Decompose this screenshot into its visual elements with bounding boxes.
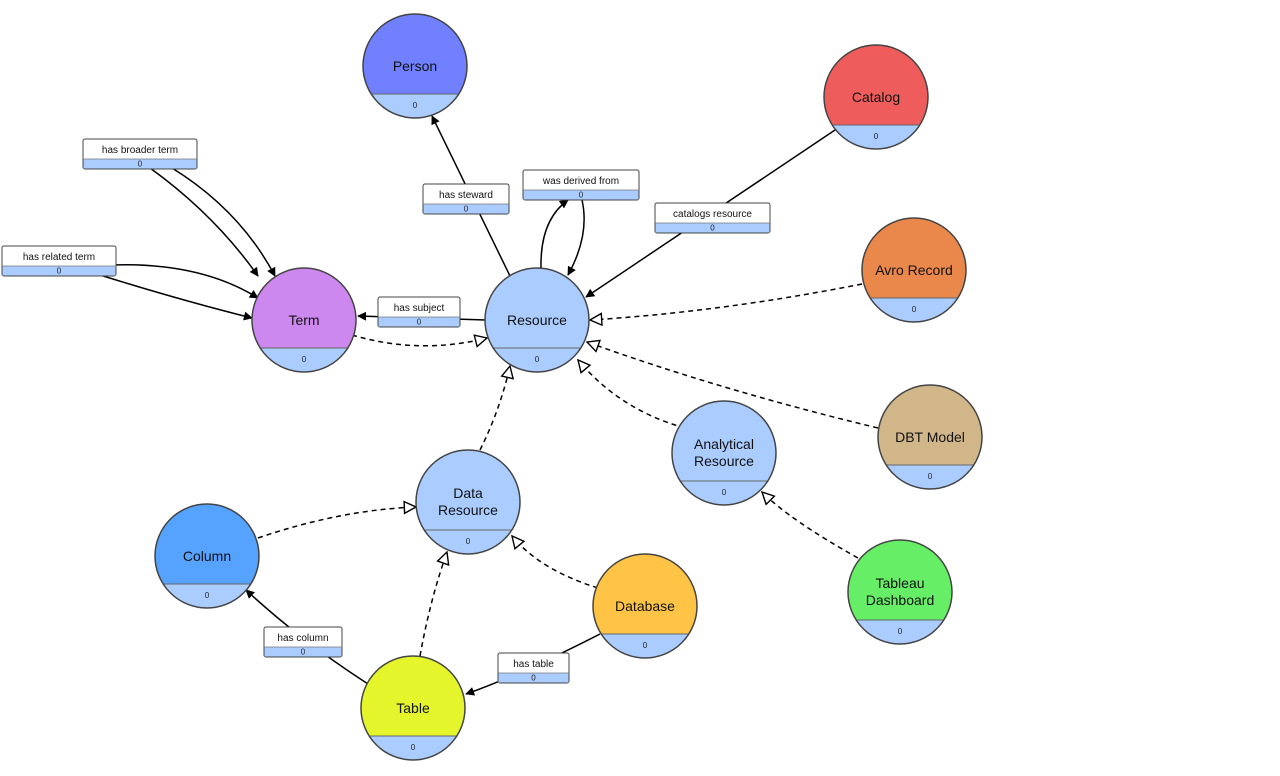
- edge-label-text: has related term: [23, 252, 95, 263]
- node-count: 0: [466, 537, 471, 546]
- node-label: Person: [393, 58, 437, 74]
- node-label: Dashboard: [866, 592, 935, 608]
- node-label: Database: [615, 598, 675, 614]
- edge-label-has-table[interactable]: has table 0: [497, 652, 570, 684]
- node-count: 0: [411, 743, 416, 752]
- edge-avro-resource: [590, 283, 863, 320]
- edge-count: 0: [138, 160, 143, 169]
- node-count: 0: [898, 627, 903, 636]
- edge-label-text: has steward: [439, 190, 493, 201]
- edge-count: 0: [579, 191, 584, 200]
- node-label: Avro Record: [875, 262, 953, 278]
- edge-count: 0: [417, 318, 422, 327]
- edge-count: 0: [531, 674, 536, 683]
- node-label: Catalog: [852, 89, 900, 105]
- node-label: Column: [183, 548, 231, 564]
- node-count: 0: [535, 355, 540, 364]
- edge-derived-2: [567, 199, 585, 276]
- node-label: DBT Model: [895, 429, 965, 445]
- edge-derived-1: [540, 199, 569, 269]
- node-count: 0: [928, 472, 933, 481]
- edge-table-data-resource: [419, 552, 447, 657]
- node-table[interactable]: Table 0: [360, 655, 466, 776]
- edge-label-has-broader-term[interactable]: has broader term 0: [82, 138, 198, 170]
- edge-analytical-resource: [578, 360, 686, 429]
- edge-label-text: was derived from: [542, 176, 619, 187]
- node-label: Resource: [507, 312, 567, 328]
- node-person[interactable]: Person 0: [362, 13, 468, 146]
- edge-column-data-resource: [257, 507, 416, 539]
- edge-label-was-derived-from[interactable]: was derived from 0: [522, 169, 640, 201]
- node-count: 0: [413, 101, 418, 110]
- node-count: 0: [874, 132, 879, 141]
- edge-broader-term-2: [171, 167, 276, 277]
- edge-label-text: has table: [513, 659, 554, 670]
- node-count: 0: [302, 355, 307, 364]
- edge-label-has-subject[interactable]: has subject 0: [377, 296, 461, 328]
- edge-label-catalogs-resource[interactable]: catalogs resource 0: [654, 202, 771, 234]
- edge-count: 0: [301, 648, 306, 657]
- node-label: Tableau: [875, 575, 924, 591]
- edge-label-text: catalogs resource: [673, 209, 752, 220]
- node-count: 0: [722, 488, 727, 497]
- edge-term-resource: [351, 334, 487, 346]
- node-column[interactable]: Column 0: [154, 503, 260, 636]
- node-label: Data: [453, 485, 483, 501]
- edge-label-has-related-term[interactable]: has related term 0: [1, 245, 117, 277]
- edge-label-has-steward[interactable]: has steward 0: [422, 183, 510, 215]
- edge-label-text: has broader term: [102, 145, 178, 156]
- node-resource[interactable]: Resource 0: [484, 267, 590, 400]
- edge-count: 0: [464, 205, 469, 214]
- node-catalog[interactable]: Catalog 0: [823, 44, 929, 177]
- node-label: Analytical: [694, 436, 754, 452]
- edge-related-term-1: [99, 274, 253, 321]
- edge-label-text: has column: [277, 633, 328, 644]
- node-avro[interactable]: Avro Record 0: [861, 217, 967, 350]
- node-label: Table: [396, 700, 430, 716]
- edge-count: 0: [57, 267, 62, 276]
- edge-related-term-2: [111, 264, 259, 299]
- edge-tableau-analytical: [762, 492, 859, 559]
- node-count: 0: [912, 305, 917, 314]
- edge-label-text: has subject: [394, 303, 445, 314]
- edge-database-data-resource: [512, 536, 599, 589]
- edge-broader-term-1: [149, 167, 259, 277]
- edge-dbt-resource: [587, 342, 879, 429]
- node-count: 0: [643, 641, 648, 650]
- node-dbt[interactable]: DBT Model 0: [877, 384, 983, 517]
- node-label: Resource: [438, 502, 498, 518]
- edge-data-resource: [479, 366, 510, 451]
- node-label: Term: [288, 312, 319, 328]
- node-label: Resource: [694, 453, 754, 469]
- node-count: 0: [205, 591, 210, 600]
- node-term[interactable]: Term 0: [251, 267, 357, 400]
- edge-label-has-column[interactable]: has column 0: [263, 626, 343, 658]
- node-database[interactable]: Database 0: [592, 553, 698, 686]
- edge-count: 0: [710, 224, 715, 233]
